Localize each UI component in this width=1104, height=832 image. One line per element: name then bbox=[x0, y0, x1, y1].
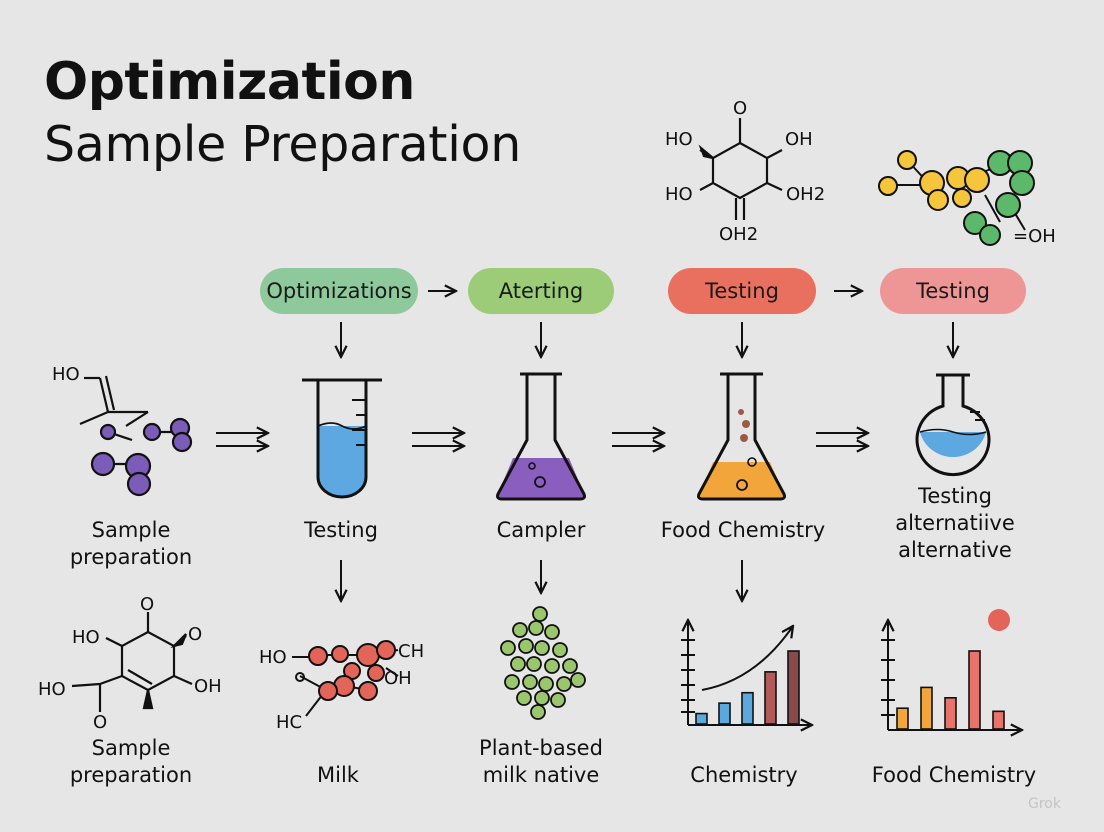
chart1-bars-bar-4 bbox=[764, 671, 777, 725]
milk-label-hc: HC bbox=[276, 712, 302, 733]
double-arrow-1 bbox=[216, 433, 268, 446]
label-row2-food-chemistry: Food Chemistry bbox=[871, 763, 1037, 787]
row2-ring-label-o-right: O bbox=[188, 624, 202, 645]
label-row1-testing: Testing bbox=[304, 518, 378, 542]
row2-ring-molecule bbox=[71, 612, 193, 712]
top-cluster-label-oh: =OH bbox=[1013, 226, 1056, 247]
row1-molecule-label-ho: HO bbox=[52, 364, 80, 385]
title-line-2: Sample Preparation bbox=[44, 116, 521, 173]
plant-based-cluster bbox=[500, 606, 586, 720]
tube-liquid bbox=[318, 426, 366, 497]
label-row2-chemistry: Chemistry bbox=[690, 763, 798, 787]
campler-flask-icon bbox=[496, 372, 586, 501]
row2-ring-label-ho-2: HO bbox=[38, 679, 66, 700]
step-pill-3: Testing bbox=[668, 268, 816, 314]
chart-2-highlight-point bbox=[988, 609, 1010, 631]
step-pill-1: Optimizations bbox=[260, 268, 418, 314]
campler-flask-liquid bbox=[497, 458, 585, 499]
chart-1-trend-arrow bbox=[701, 626, 793, 691]
milk-label-ch: CH bbox=[398, 641, 424, 662]
label-row1-food-chemistry: Food Chemistry bbox=[660, 518, 826, 542]
watermark: Grok bbox=[1028, 796, 1061, 812]
row2-ring-label-o-top: O bbox=[140, 594, 154, 615]
chart1-bars-bar-5 bbox=[787, 650, 800, 725]
chart1-bars-bar-3 bbox=[741, 691, 754, 725]
label-row2-milk: Milk bbox=[317, 763, 359, 787]
chart-2-bars bbox=[896, 650, 1005, 730]
chart2-bars-bar-1 bbox=[896, 707, 909, 730]
top-ring-label-oh2-1: OH2 bbox=[786, 184, 825, 205]
top-ring-label-ho-1: HO bbox=[665, 129, 693, 150]
chart2-bars-bar-2 bbox=[920, 686, 933, 730]
test-tube-icon bbox=[302, 378, 382, 499]
chart1-bars-bar-1 bbox=[695, 712, 708, 725]
top-ring-label-o: O bbox=[733, 98, 747, 119]
food-chemistry-flask-icon bbox=[697, 372, 786, 501]
milk-label-oh: OH bbox=[384, 668, 412, 689]
chart2-bars-bar-4 bbox=[968, 650, 981, 730]
row1-left-molecule bbox=[79, 375, 193, 497]
top-ring-label-oh2-2: OH2 bbox=[719, 224, 758, 245]
top-ball-cluster bbox=[878, 150, 1035, 246]
milk-label-ho: HO bbox=[259, 647, 287, 668]
round-flask-liquid bbox=[920, 432, 986, 458]
top-ring-label-oh: OH bbox=[785, 129, 813, 150]
step-pill-4: Testing bbox=[880, 268, 1026, 314]
top-ring-molecule bbox=[698, 118, 783, 220]
top-ring-label-ho-2: HO bbox=[665, 184, 693, 205]
chart-1-axes bbox=[681, 620, 812, 725]
label-row1-campler: Campler bbox=[496, 518, 586, 542]
chart-2-axes bbox=[881, 620, 1022, 730]
double-arrow-4 bbox=[816, 433, 868, 446]
chart2-bars-bar-5 bbox=[992, 710, 1005, 730]
chart1-bars-bar-2 bbox=[718, 702, 731, 725]
milk-molecule bbox=[292, 640, 399, 717]
chart-1-bars bbox=[695, 650, 800, 725]
double-arrow-2 bbox=[412, 433, 464, 446]
row2-ring-label-o-bottom: O bbox=[93, 712, 107, 733]
row2-ring-label-ho-1: HO bbox=[72, 627, 100, 648]
row2-ring-label-oh: OH bbox=[194, 676, 222, 697]
title-line-1: Optimization bbox=[44, 52, 415, 112]
double-arrow-3 bbox=[612, 433, 664, 446]
chart2-bars-bar-3 bbox=[944, 696, 957, 730]
round-flask-icon bbox=[915, 373, 991, 477]
step-pill-2: Aterting bbox=[468, 268, 614, 314]
